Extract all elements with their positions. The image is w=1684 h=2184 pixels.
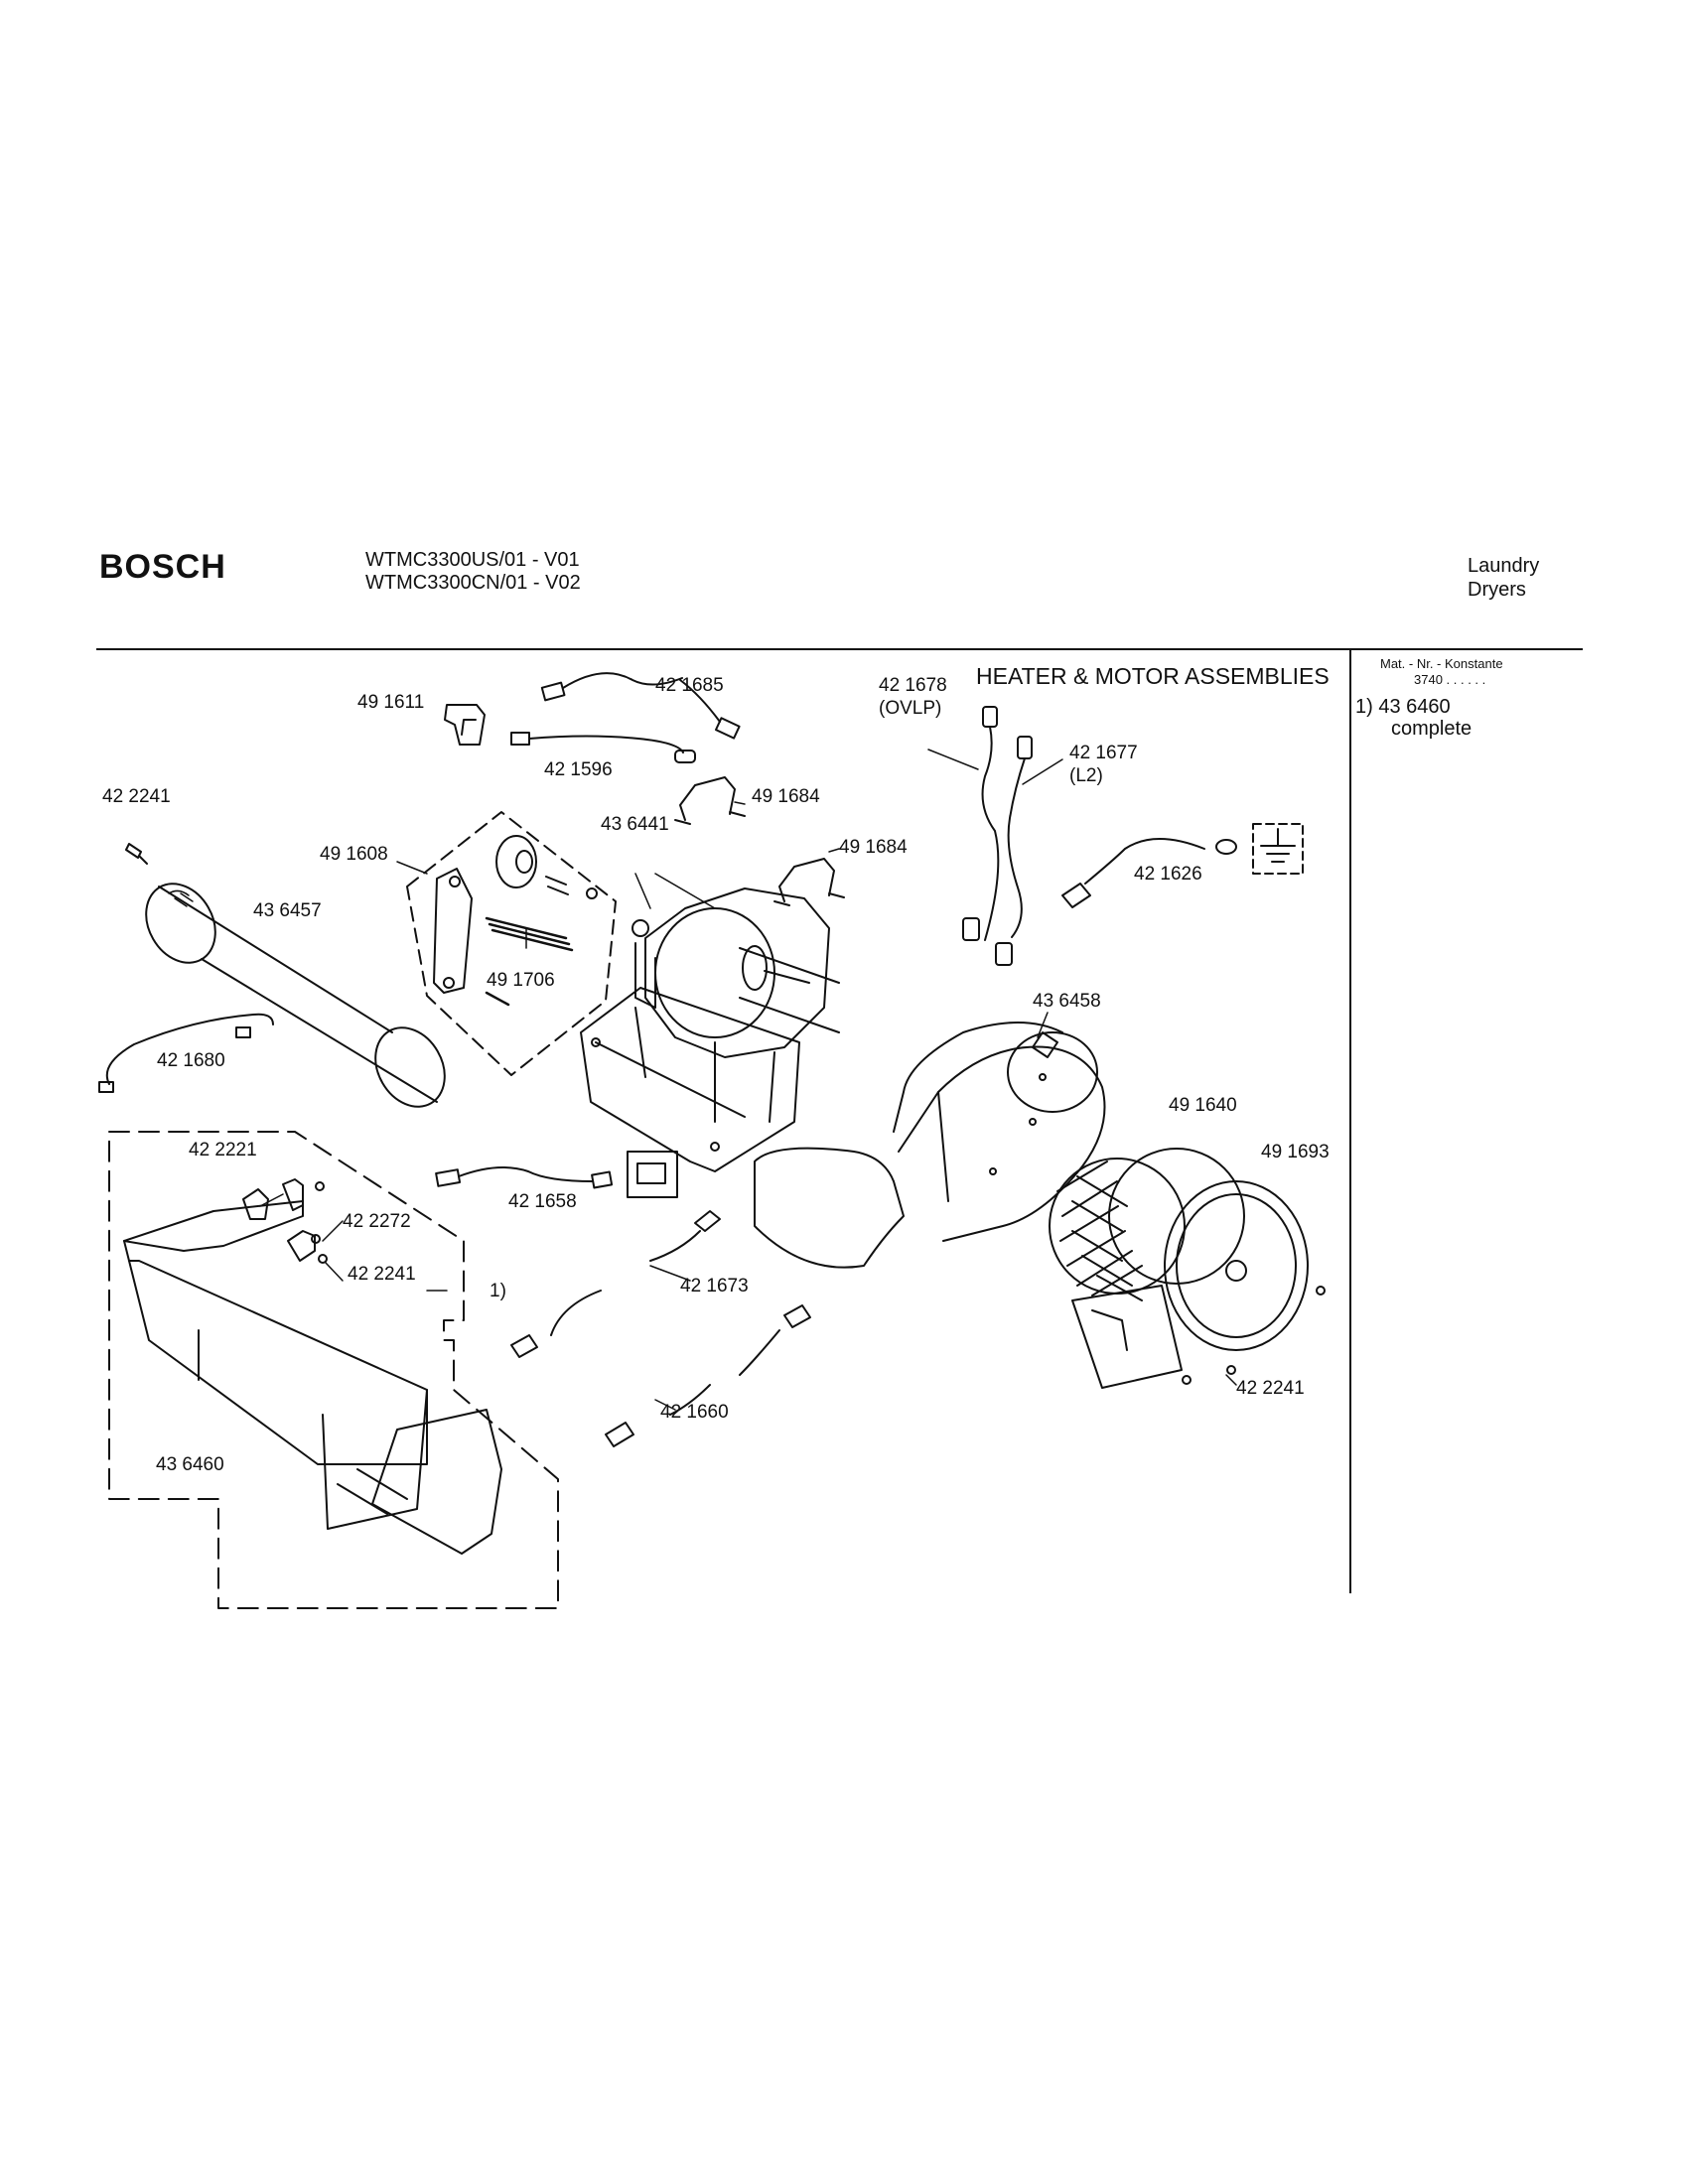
- label-421685: 42 1685: [655, 675, 724, 696]
- diagram-title: HEATER & MOTOR ASSEMBLIES: [976, 663, 1330, 689]
- label-1-callout: 1): [490, 1281, 506, 1301]
- label-422241-a: 42 2241: [102, 786, 171, 807]
- mat-header: Mat. - Nr. - Konstante: [1380, 656, 1503, 671]
- bracket-491611: [444, 704, 486, 746]
- label-422272: 42 2272: [343, 1211, 411, 1232]
- label-421677-sub: (L2): [1069, 765, 1103, 786]
- tensioner-arm: [433, 835, 598, 994]
- label-421673: 42 1673: [680, 1276, 749, 1297]
- model-number-cn: WTMC3300CN/01 - V02: [365, 572, 581, 594]
- label-491640: 49 1640: [1169, 1095, 1237, 1116]
- wire-1678-ovlp: [962, 706, 1000, 941]
- label-421678: 42 1678: [879, 675, 947, 696]
- category-line-2: Dryers: [1468, 579, 1526, 601]
- blower-wheel: [1049, 1148, 1245, 1301]
- label-491611: 49 1611: [357, 692, 425, 713]
- motor-strap-2: [773, 858, 845, 906]
- assembly-note: 1) 43 6460 complete: [1355, 696, 1472, 740]
- ground-symbol-box: [1252, 823, 1304, 875]
- label-491608: 49 1608: [320, 844, 388, 865]
- label-491706: 49 1706: [487, 970, 555, 991]
- label-421626: 42 1626: [1134, 864, 1202, 885]
- note-number: 1) 43 6460: [1355, 696, 1451, 718]
- label-436457: 43 6457: [253, 900, 322, 921]
- drive-motor: [632, 887, 840, 1058]
- motor-base-frame: [580, 987, 800, 1172]
- tension-spring: [485, 916, 574, 1007]
- label-421678-sub: (OVLP): [879, 698, 942, 719]
- label-422221: 42 2221: [189, 1140, 257, 1160]
- blower-cover: [1071, 1180, 1326, 1389]
- wire-harness-1680: [98, 1013, 274, 1093]
- blower-housing: [754, 1022, 1106, 1269]
- model-number-us: WTMC3300US/01 - V01: [365, 549, 580, 571]
- wire-1677-l2: [995, 736, 1033, 966]
- ground-wire: [1061, 838, 1237, 908]
- label-421596: 42 1596: [544, 759, 613, 780]
- label-422241-c: 42 2241: [1236, 1378, 1305, 1399]
- label-421677: 42 1677: [1069, 743, 1138, 763]
- label-422241-b: 42 2241: [348, 1264, 416, 1285]
- label-436441: 43 6441: [601, 814, 669, 835]
- brand-logo: BOSCH: [99, 548, 226, 586]
- wire-1673: [510, 1210, 721, 1358]
- label-421680: 42 1680: [157, 1050, 225, 1071]
- ground-icon: [1260, 828, 1296, 863]
- wire-1660: [605, 1304, 811, 1447]
- leader-lines: [259, 749, 1237, 1411]
- screw-top-left: [125, 843, 148, 865]
- wire-1685: [540, 672, 741, 740]
- label-491684-a: 49 1684: [752, 786, 820, 807]
- mat-panel: Mat. - Nr. - Konstante 3740 . . . . . .: [1380, 656, 1503, 688]
- thermostat-422272: [287, 1230, 328, 1264]
- wire-1596: [510, 732, 696, 763]
- heater-box-outline: [108, 1131, 559, 1609]
- motor-strap-1: [674, 776, 746, 825]
- wire-1658: [435, 1166, 614, 1189]
- category-line-1: Laundry: [1468, 555, 1540, 577]
- label-491693: 49 1693: [1261, 1142, 1330, 1162]
- heater-tube: [145, 883, 446, 1108]
- header-divider: [96, 648, 1583, 650]
- note-text: complete: [1391, 718, 1473, 740]
- label-421658: 42 1658: [508, 1191, 577, 1212]
- tensioner-group-box: [406, 811, 617, 1076]
- label-421660: 42 1660: [660, 1402, 729, 1423]
- thermostat-part-box: [627, 1151, 678, 1198]
- side-panel-divider: [1349, 650, 1351, 1593]
- heater-box: [123, 1200, 502, 1555]
- thermostat-422221: [242, 1178, 325, 1220]
- label-491684-b: 49 1684: [839, 837, 908, 858]
- label-436458: 43 6458: [1033, 991, 1101, 1012]
- mat-value: 3740 . . . . . .: [1414, 672, 1486, 687]
- label-436460: 43 6460: [156, 1454, 224, 1475]
